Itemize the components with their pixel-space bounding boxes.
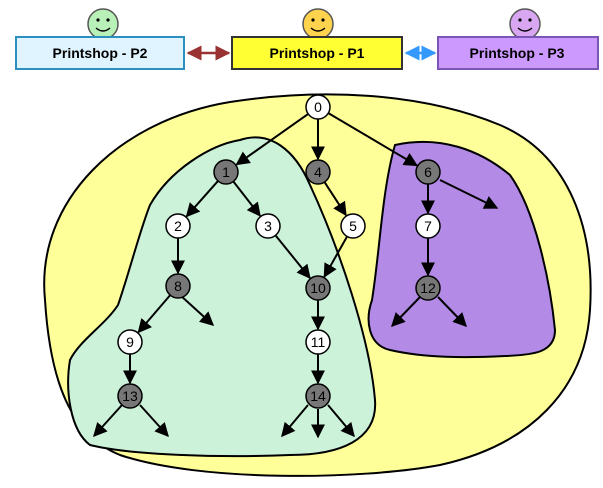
node-7: 7 — [415, 213, 441, 239]
agent-p2-eye-right — [106, 18, 110, 22]
node-label: 7 — [424, 218, 432, 234]
leaf-stub — [437, 296, 467, 328]
node-label: 2 — [174, 218, 182, 234]
agent-p1: Printshop - P1 — [231, 8, 403, 70]
edge-5-10 — [323, 235, 348, 278]
node-label: 3 — [264, 218, 272, 234]
node-circle — [165, 213, 191, 239]
node-circle — [305, 329, 331, 355]
node-label: 8 — [174, 278, 182, 294]
node-1: 1 — [213, 159, 239, 185]
leaf-stub — [327, 404, 355, 438]
agent-p2-face — [87, 8, 119, 40]
node-label: 0 — [314, 99, 322, 115]
leaf-stub — [439, 179, 499, 209]
edge-0-1 — [235, 113, 309, 166]
agent-p1-face — [302, 8, 334, 40]
edge-4-5 — [323, 181, 347, 217]
node-circle — [340, 213, 366, 239]
agent-p2: Printshop - P2 — [15, 8, 185, 70]
node-10: 10 — [305, 275, 331, 301]
agent-p3: Printshop - P3 — [437, 8, 599, 70]
node-circle — [305, 275, 331, 301]
node-label: 14 — [310, 388, 326, 404]
agent-p3-label: Printshop - P3 — [470, 45, 565, 61]
node-label: 12 — [420, 280, 436, 296]
node-circle — [165, 273, 191, 299]
agent-p2-label: Printshop - P2 — [53, 45, 148, 61]
node-0: 0 — [305, 94, 331, 120]
smiley-icon — [87, 8, 119, 40]
edge-0-6 — [327, 112, 419, 167]
node-circle — [255, 213, 281, 239]
edge-1-3 — [232, 180, 261, 217]
node-6: 6 — [415, 159, 441, 185]
agent-p3-eye-right — [528, 18, 532, 22]
leaf-stub — [179, 294, 215, 326]
region-p2 — [67, 136, 377, 458]
node-label: 9 — [126, 334, 134, 350]
node-circle — [415, 213, 441, 239]
smiley-icon — [302, 8, 334, 40]
edge-8-9 — [137, 294, 171, 334]
node-circle — [305, 94, 331, 120]
node-13: 13 — [117, 383, 143, 409]
node-3: 3 — [255, 213, 281, 239]
node-5: 5 — [340, 213, 366, 239]
smiley-icon — [509, 8, 541, 40]
agent-p3-box — [437, 36, 599, 70]
node-label: 4 — [314, 164, 322, 180]
node-11: 11 — [305, 329, 331, 355]
agent-p2-eye-left — [96, 18, 100, 22]
node-circle — [117, 329, 143, 355]
edge-1-2 — [185, 180, 219, 218]
node-circle — [305, 159, 331, 185]
node-circle — [305, 383, 331, 409]
node-label: 10 — [310, 280, 326, 296]
agent-p3-eye-left — [518, 18, 522, 22]
node-label: 13 — [122, 388, 138, 404]
node-circle — [415, 275, 441, 301]
edge-3-10 — [274, 234, 311, 279]
node-label: 1 — [222, 164, 230, 180]
agent-p2-mouth — [95, 27, 111, 32]
agent-p1-eye-right — [321, 18, 325, 22]
node-12: 12 — [415, 275, 441, 301]
agent-p3-face — [509, 8, 541, 40]
leaf-stub — [281, 404, 309, 438]
leaf-stubs — [93, 179, 499, 439]
node-circle — [415, 159, 441, 185]
leaf-stub — [139, 404, 169, 438]
node-14: 14 — [305, 383, 331, 409]
leaf-stub — [391, 296, 421, 328]
tree-edges — [123, 112, 435, 385]
agent-p3-mouth — [517, 27, 533, 32]
node-2: 2 — [165, 213, 191, 239]
agents: Printshop - P2 Printshop - P1 Printshop … — [15, 8, 599, 70]
node-circle — [117, 383, 143, 409]
node-9: 9 — [117, 329, 143, 355]
node-label: 5 — [349, 218, 357, 234]
agent-p1-eye-left — [311, 18, 315, 22]
node-label: 11 — [311, 334, 326, 350]
agent-p1-box — [231, 36, 403, 70]
agent-p2-box — [15, 36, 185, 70]
agent-p1-mouth — [310, 27, 326, 32]
node-circle — [213, 159, 239, 185]
leaf-stub — [93, 404, 123, 438]
node-8: 8 — [165, 273, 191, 299]
node-label: 6 — [424, 164, 432, 180]
node-4: 4 — [305, 159, 331, 185]
agent-p1-label: Printshop - P1 — [270, 45, 365, 61]
